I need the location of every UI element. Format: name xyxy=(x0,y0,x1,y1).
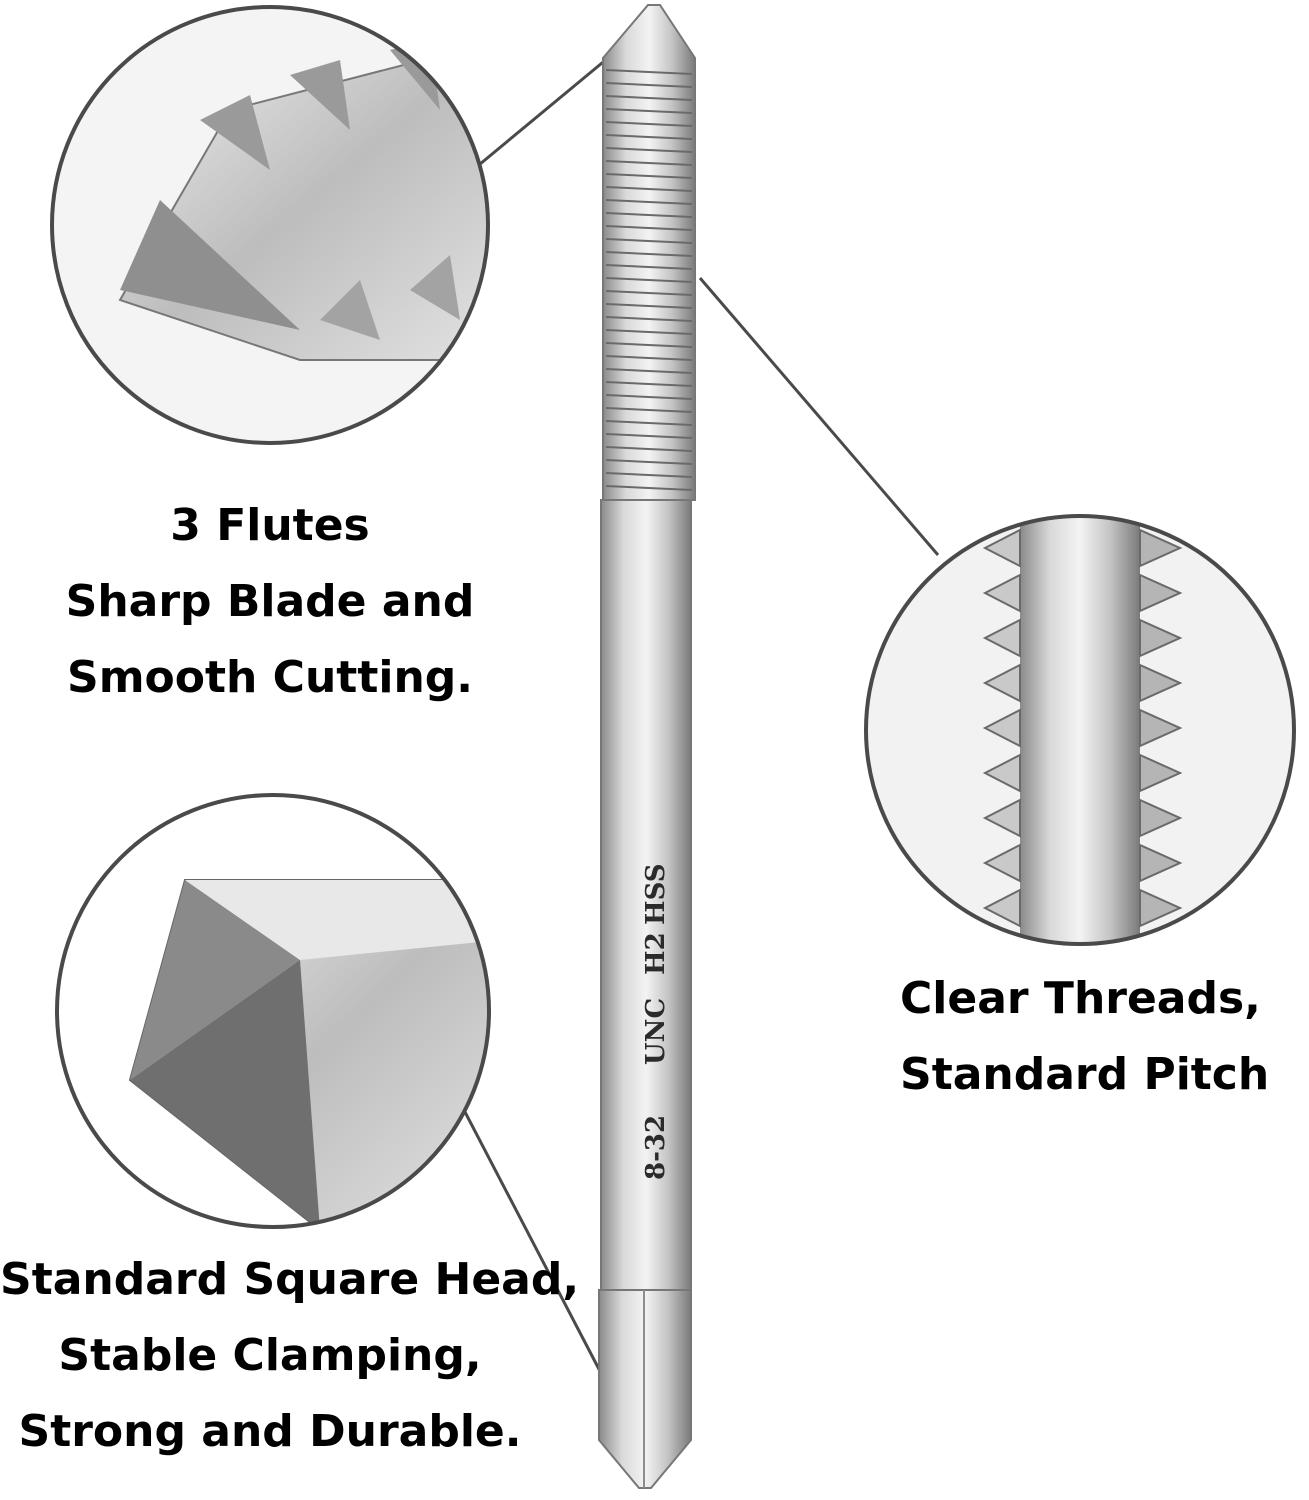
shank-marking-size: 8-32 xyxy=(641,1115,671,1180)
shank-marking-standard: UNC xyxy=(641,998,671,1065)
tap-shank xyxy=(600,499,692,1291)
caption-threads-line-1: Clear Threads, xyxy=(900,973,1261,1024)
caption-flutes-line-2: Sharp Blade and xyxy=(65,576,475,627)
connector-line-head xyxy=(463,1111,604,1376)
connector-line-threads xyxy=(698,277,940,556)
zoom-circle-head xyxy=(55,793,491,1229)
shank-marking-material: HSS xyxy=(641,863,671,925)
caption-head-line-3: Strong and Durable. xyxy=(18,1406,522,1457)
tap-tool: 8-32 UNC H2 HSS xyxy=(598,4,696,1489)
caption-head-line-1: Standard Square Head, xyxy=(0,1254,580,1305)
caption-flutes: 3 Flutes Sharp Blade and Smooth Cutting. xyxy=(60,488,480,716)
shank-marking-class: H2 xyxy=(641,932,671,975)
connector-line-flutes xyxy=(467,56,609,176)
caption-head-line-2: Stable Clamping, xyxy=(58,1330,482,1381)
caption-threads: Clear Threads, Standard Pitch xyxy=(900,961,1300,1113)
tap-thread-teeth xyxy=(605,69,693,491)
zoom-circle-flutes xyxy=(50,5,490,445)
caption-threads-line-2: Standard Pitch xyxy=(900,1049,1270,1100)
tap-threaded-section xyxy=(602,4,696,501)
caption-flutes-line-1: 3 Flutes xyxy=(170,500,370,551)
zoom-circle-threads xyxy=(864,514,1296,946)
caption-flutes-line-3: Smooth Cutting. xyxy=(67,652,473,703)
caption-head: Standard Square Head, Stable Clamping, S… xyxy=(0,1242,580,1470)
